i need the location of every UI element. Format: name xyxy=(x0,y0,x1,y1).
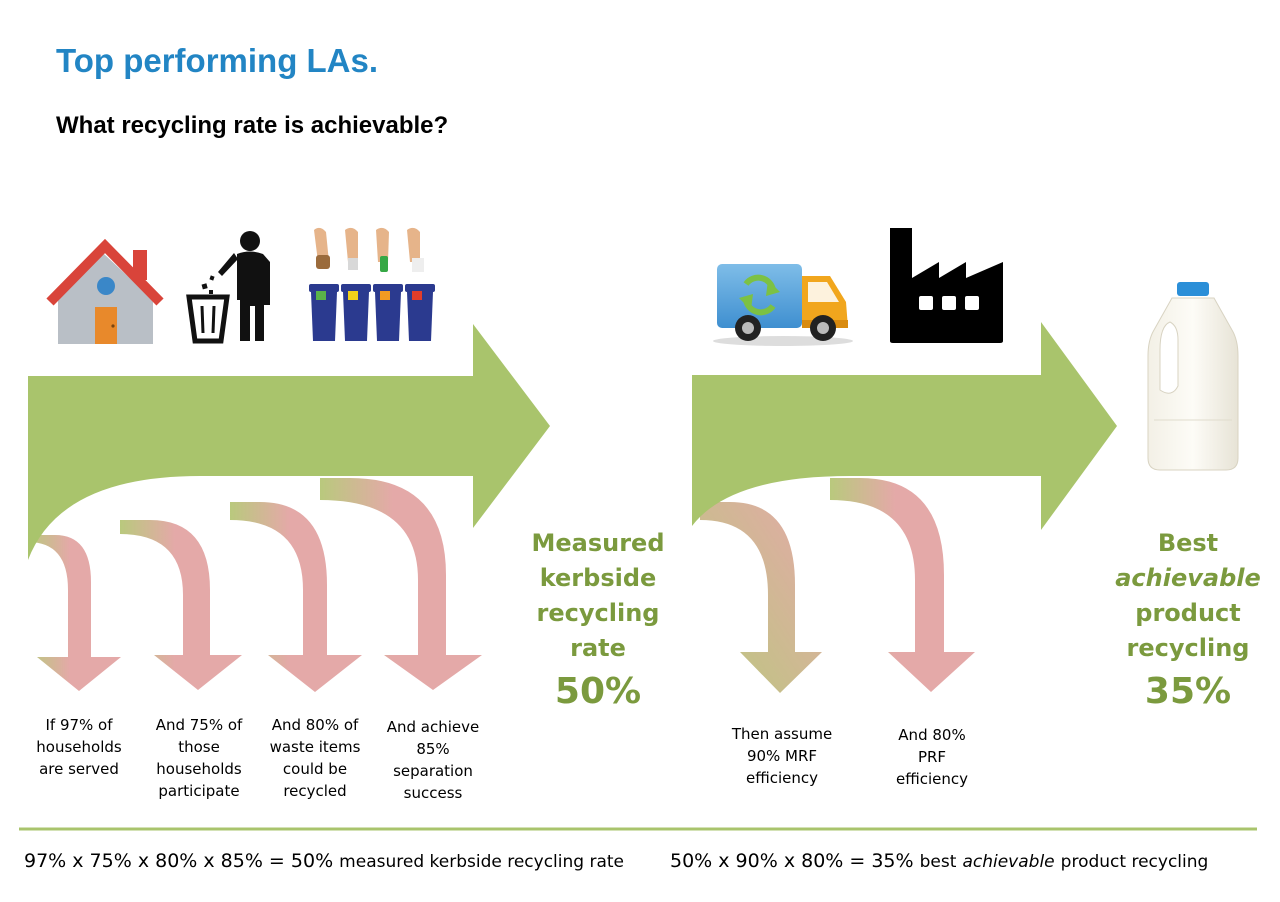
main-arrow-stage2 xyxy=(692,322,1117,530)
main-arrow-stage1 xyxy=(28,324,550,560)
loss-arrow-participation xyxy=(120,520,242,690)
kerbside-label-line1: Measured xyxy=(531,529,665,557)
kerbside-label-line4: rate xyxy=(570,634,626,662)
recycling-truck-icon xyxy=(713,264,853,346)
loss-arrows-stage1 xyxy=(28,478,482,692)
loss-arrow-mrf xyxy=(700,502,822,693)
product-formula-desc-post: product recycling xyxy=(1060,852,1209,872)
product-label-line2: achievable xyxy=(1115,564,1261,592)
loss-arrow-prf xyxy=(830,478,975,692)
product-formula-calc: 50% x 90% x 80% = 35% xyxy=(670,850,914,872)
factory-icon xyxy=(890,228,1003,343)
product-label-line4: recycling xyxy=(1126,634,1250,662)
step-prf-efficiency: And 80% PRF efficiency xyxy=(895,726,968,788)
loss-arrow-households-served xyxy=(28,535,121,691)
product-formula-desc-em: achievable xyxy=(962,852,1055,872)
kerbside-label-line2: kerbside xyxy=(539,564,657,592)
kerbside-label-line3: recycling xyxy=(536,599,660,627)
step-separation: And achieve 85% separation success xyxy=(386,718,480,802)
product-recycling-value: 35% xyxy=(1144,671,1232,712)
loss-arrow-separation xyxy=(320,478,482,690)
kerbside-formula-calc: 97% x 75% x 80% x 85% = 50% xyxy=(24,850,334,872)
kerbside-rate-label: Measured kerbside recycling rate xyxy=(518,526,678,666)
step-households-served: If 97% of households are served xyxy=(36,716,122,778)
loss-arrow-recyclable-items xyxy=(230,502,362,692)
house-icon xyxy=(46,238,164,344)
product-label-line1: Best xyxy=(1157,529,1219,557)
step-recyclable-items: And 80% of waste items could be recycled xyxy=(269,716,361,800)
step-mrf-efficiency: Then assume 90% MRF efficiency xyxy=(731,725,833,787)
product-formula-desc-pre: best xyxy=(919,852,957,872)
recycling-bins-icon xyxy=(309,227,435,341)
kerbside-rate-value: 50% xyxy=(554,671,642,712)
person-bin-icon xyxy=(186,231,270,344)
kerbside-formula-desc: measured kerbside recycling rate xyxy=(339,852,624,872)
page-title: Top performing LAs. xyxy=(56,42,379,79)
step-participation: And 75% of those households participate xyxy=(155,716,243,800)
loss-arrows-stage2 xyxy=(700,478,975,693)
product-label-line3: product xyxy=(1135,599,1241,627)
product-recycling-label: Best achievable product recycling xyxy=(1108,526,1268,666)
milk-bottle-icon xyxy=(1147,282,1239,471)
page-subtitle: What recycling rate is achievable? xyxy=(56,112,449,139)
product-formula: 50% x 90% x 80% = 35% best achievable pr… xyxy=(670,850,1208,872)
kerbside-formula: 97% x 75% x 80% x 85% = 50% measured ker… xyxy=(24,850,624,872)
